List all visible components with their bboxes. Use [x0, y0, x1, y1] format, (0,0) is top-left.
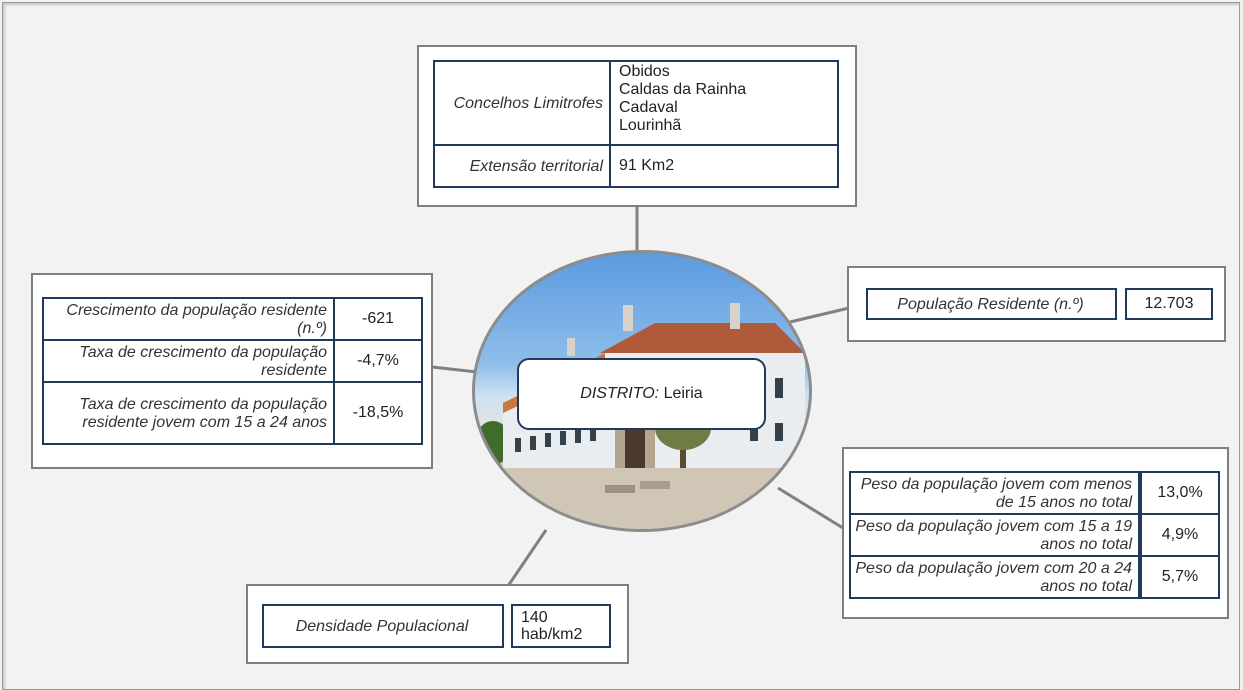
concelhos-label: Concelhos Limitrofes	[433, 60, 611, 146]
extensao-value: 91 Km2	[609, 144, 839, 188]
concelho-item: Lourinhã	[619, 117, 682, 134]
connector-right-bottom	[777, 486, 844, 530]
density-panel: Densidade Populacional 140 hab/km2	[246, 584, 629, 664]
growth-value-3: -18,5%	[333, 381, 423, 445]
connector-right-top	[789, 306, 850, 324]
connector-bottom	[506, 529, 548, 587]
concelho-item: Obidos	[619, 63, 670, 80]
territory-panel: Concelhos Limitrofes Obidos Caldas da Ra…	[417, 45, 857, 207]
concelho-item: Caldas da Rainha	[619, 81, 747, 98]
youth-value-2: 4,9%	[1140, 513, 1220, 557]
youth-value-1: 13,0%	[1140, 471, 1220, 515]
youth-label-2: Peso da população jovem com 15 a 19 anos…	[849, 513, 1140, 557]
youth-weight-panel: Peso da população jovem com menos de 15 …	[842, 447, 1229, 619]
concelhos-values: Obidos Caldas da Rainha Cadaval Lourinhã	[609, 60, 839, 146]
growth-value-2: -4,7%	[333, 339, 423, 383]
growth-label-3: Taxa de crescimento da população residen…	[42, 381, 335, 445]
youth-label-1: Peso da população jovem com menos de 15 …	[849, 471, 1140, 515]
youth-label-3: Peso da população jovem com 20 a 24 anos…	[849, 555, 1140, 599]
density-label: Densidade Populacional	[262, 604, 504, 648]
density-value: 140 hab/km2	[511, 604, 611, 648]
concelho-item: Cadaval	[619, 99, 678, 116]
district-prefix: DISTRITO	[580, 385, 655, 402]
population-panel: População Residente (n.º) 12.703	[847, 266, 1226, 342]
district-name: Leiria	[663, 385, 703, 402]
population-label: População Residente (n.º)	[866, 288, 1117, 320]
growth-panel: Crescimento da população residente (n.º)…	[31, 273, 433, 469]
district-colon: :	[654, 385, 664, 402]
growth-value-1: -621	[333, 297, 423, 341]
growth-label-1: Crescimento da população residente (n.º)	[42, 297, 335, 341]
growth-label-2: Taxa de crescimento da população residen…	[42, 339, 335, 383]
extensao-label: Extensão territorial	[433, 144, 611, 188]
district-label: DISTRITO: Leiria	[517, 358, 766, 430]
population-value: 12.703	[1125, 288, 1213, 320]
youth-value-3: 5,7%	[1140, 555, 1220, 599]
